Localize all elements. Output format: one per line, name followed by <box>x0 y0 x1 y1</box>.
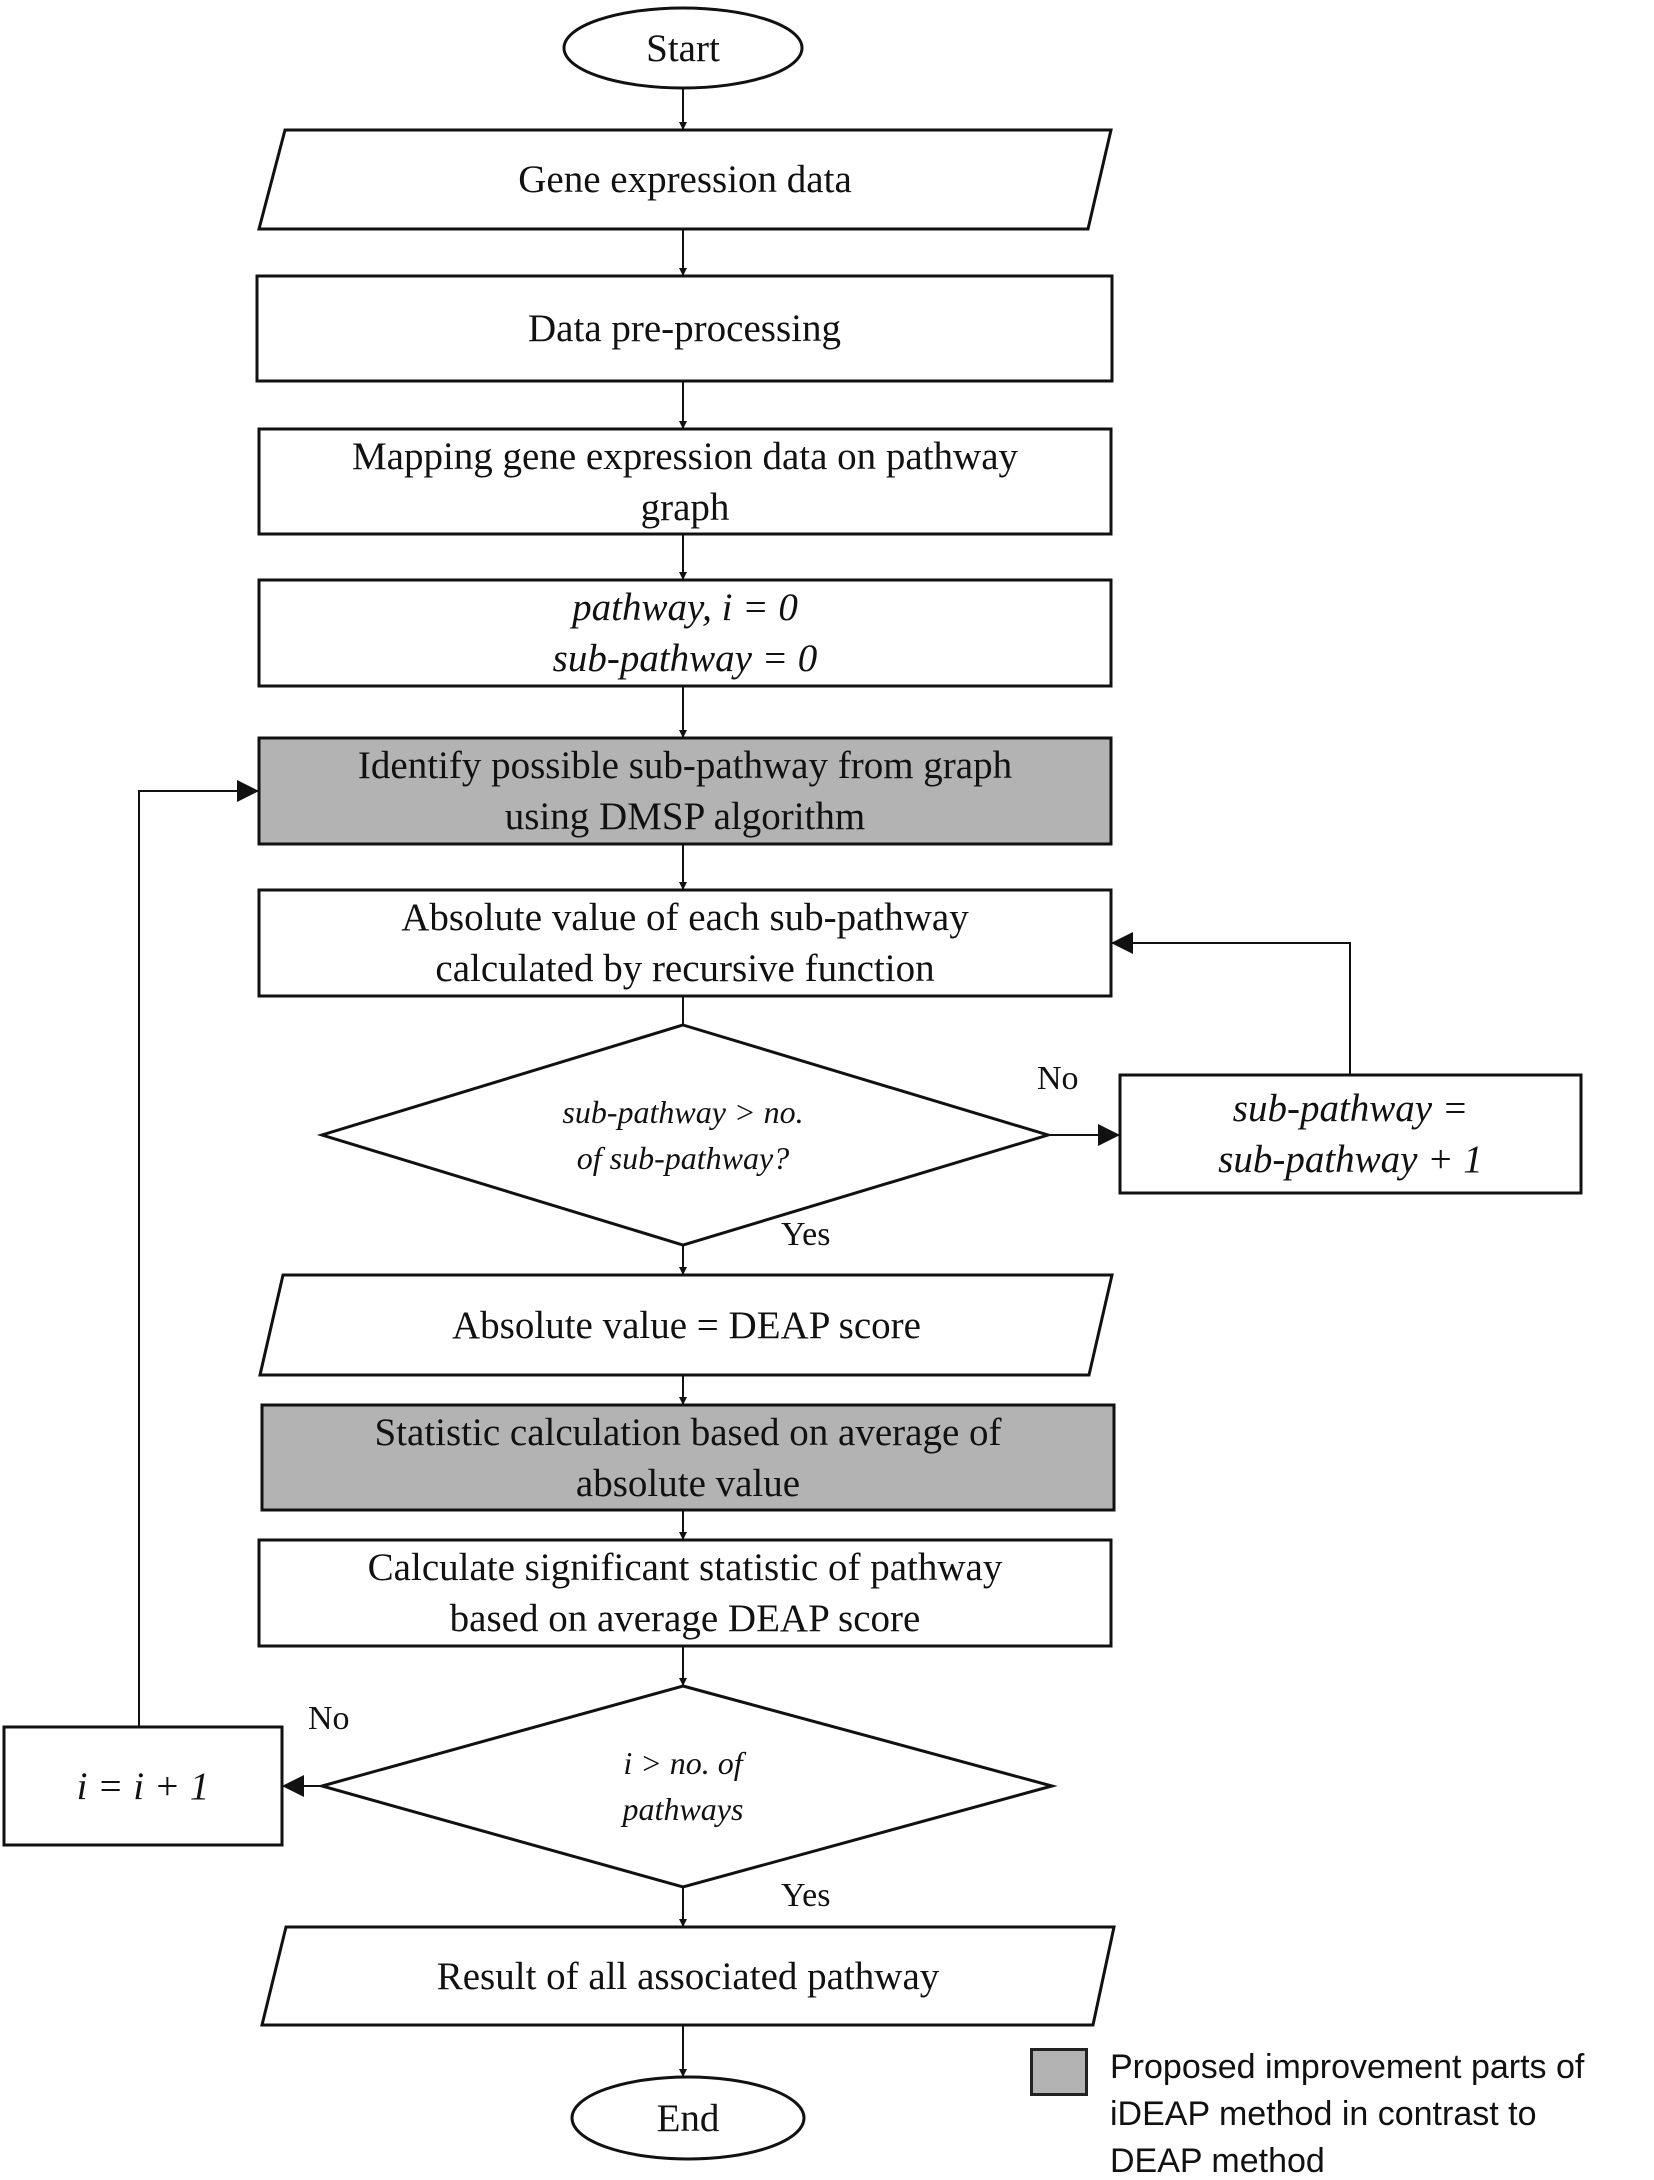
legend-text-line1: Proposed improvement parts of <box>1110 2048 1585 2086</box>
legend-text: Proposed improvement parts of iDEAP meth… <box>1110 2044 1654 2180</box>
statistic-text-line2: absolute value <box>575 1461 801 1505</box>
increment-i-text: i = i + 1 <box>76 1764 210 1808</box>
deap-score-parallelogram <box>258 1273 1114 1377</box>
decision2-label: i > no. of pathways <box>480 1736 886 1836</box>
statistic-text-line1: Statistic calculation based on average o… <box>374 1410 1002 1454</box>
legend-swatch <box>1030 2048 1088 2096</box>
decision1-label: sub-pathway > no. of sub-pathway? <box>440 1085 926 1185</box>
legend-text-line3: DEAP method <box>1110 2142 1325 2180</box>
absolute-label: Absolute value of each sub-pathway calcu… <box>259 890 1111 996</box>
deap-score-text: Absolute value = DEAP score <box>452 1303 921 1347</box>
mapping-text-line1: Mapping gene expression data on pathway <box>351 434 1019 478</box>
decision1-no-label: No <box>1037 1060 1079 1097</box>
increment-sub-text-line1: sub-pathway = <box>1232 1087 1469 1130</box>
decision1-yes-label: Yes <box>781 1216 831 1253</box>
absolute-text-line1: Absolute value of each sub-pathway <box>401 896 969 939</box>
preprocess-box <box>255 274 1114 383</box>
mapping-text-line2: graph <box>640 485 730 529</box>
input-text: Gene expression data <box>518 158 852 201</box>
init-text-line1: pathway, i = 0 <box>572 586 798 629</box>
init-text-line2: sub-pathway = 0 <box>552 637 818 680</box>
decision2-yes-label: Yes <box>781 1877 831 1914</box>
preprocess-label: Data pre-processing <box>257 276 1112 381</box>
statistic-box <box>260 1403 1116 1512</box>
input-label: Gene expression data <box>270 130 1100 229</box>
significant-label: Calculate significant statistic of pathw… <box>259 1540 1111 1646</box>
increment-sub-text-line2: sub-pathway + 1 <box>1218 1138 1483 1181</box>
significant-text-line2: based on average DEAP score <box>449 1597 921 1640</box>
decision2-no-label: No <box>308 1700 350 1737</box>
end-text: End <box>656 2096 720 2140</box>
preprocess-text: Data pre-processing <box>528 307 841 350</box>
absolute-text-line2: calculated by recursive function <box>435 947 935 990</box>
mapping-label: Mapping gene expression data on pathway … <box>259 429 1111 534</box>
loop-increment-i-to-identify <box>138 780 259 1727</box>
init-box <box>257 578 1113 688</box>
decision1-text-line2: of sub-pathway? <box>576 1140 790 1176</box>
identify-text-line2: using DMSP algorithm <box>504 795 866 838</box>
decision1-text-line1: sub-pathway > no. <box>562 1094 804 1130</box>
mapping-box <box>257 427 1113 536</box>
decision2-text-line2: pathways <box>622 1791 744 1827</box>
end-label: End <box>572 2077 804 2159</box>
result-label: Result of all associated pathway <box>274 1927 1102 2025</box>
significant-box <box>257 1538 1113 1648</box>
statistic-label: Statistic calculation based on average o… <box>262 1405 1114 1510</box>
identify-box <box>257 736 1113 846</box>
result-text: Result of all associated pathway <box>436 1954 940 1998</box>
result-parallelogram <box>260 1925 1116 2027</box>
increment-i-label: i = i + 1 <box>4 1727 282 1845</box>
init-label: pathway, i = 0 sub-pathway = 0 <box>259 580 1111 686</box>
deap-score-label: Absolute value = DEAP score <box>272 1275 1101 1375</box>
start-text: Start <box>646 26 720 70</box>
legend-text-line2: iDEAP method in contrast to <box>1110 2095 1537 2133</box>
identify-text-line1: Identify possible sub-pathway from graph <box>357 744 1013 787</box>
significant-text-line1: Calculate significant statistic of pathw… <box>367 1546 1003 1589</box>
input-parallelogram <box>257 128 1113 231</box>
identify-label: Identify possible sub-pathway from graph… <box>259 738 1111 844</box>
increment-sub-label: sub-pathway = sub-pathway + 1 <box>1120 1075 1581 1193</box>
end-terminator <box>570 2075 806 2161</box>
loop-increment-sub-to-absolute <box>1111 932 1351 1075</box>
start-label: Start <box>564 8 802 88</box>
decision2-text-line1: i > no. of <box>623 1745 743 1781</box>
